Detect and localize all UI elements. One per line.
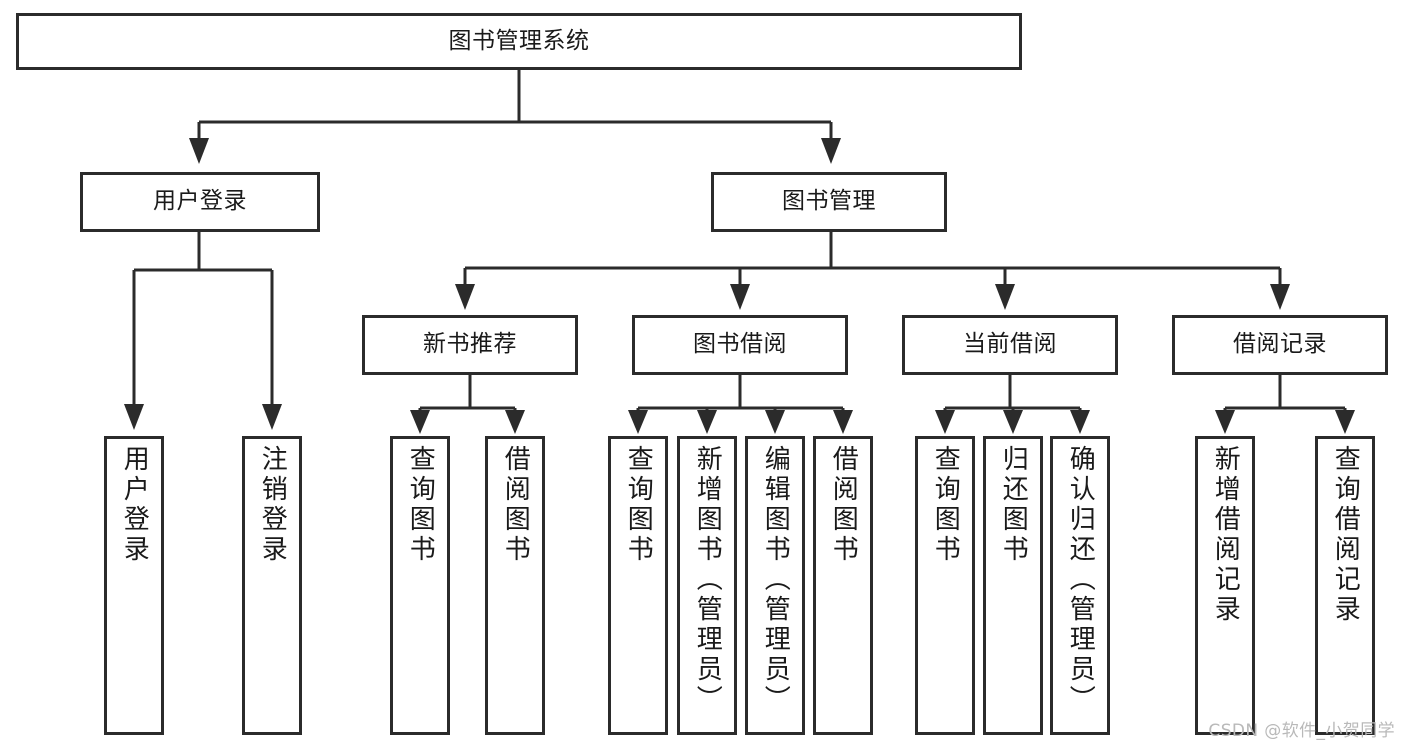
node-label-borrow-record: 借阅记录 [1233, 331, 1327, 358]
node-borrow-record[interactable]: 借阅记录 [1172, 315, 1388, 375]
node-label-user-login: 用户登录 [153, 188, 247, 215]
arrow-head-leaf-add-record [1215, 410, 1235, 434]
node-book-manage[interactable]: 图书管理 [711, 172, 947, 232]
node-current-borrow[interactable]: 当前借阅 [902, 315, 1118, 375]
node-leaf-edit-book[interactable]: 编辑图书（管理员） [745, 436, 805, 735]
node-label-leaf-query-book-1: 查询图书 [405, 445, 436, 565]
arrow-head-bookborrow [730, 284, 750, 310]
node-label-root: 图书管理系统 [448, 27, 590, 54]
node-new-book-recommend[interactable]: 新书推荐 [362, 315, 578, 375]
arrow-head-leaf-edit-book [765, 410, 785, 434]
node-leaf-add-record[interactable]: 新增借阅记录 [1195, 436, 1255, 735]
arrow-head-leaf-borrow-book-1 [505, 410, 525, 434]
arrow-head-leaf-borrow-book-2 [833, 410, 853, 434]
node-label-leaf-edit-book: 编辑图书（管理员） [760, 445, 791, 715]
node-leaf-borrow-book-2[interactable]: 借阅图书 [813, 436, 873, 735]
node-leaf-query-book-2[interactable]: 查询图书 [608, 436, 668, 735]
node-label-book-manage: 图书管理 [782, 188, 876, 215]
node-leaf-logout-login[interactable]: 注销登录 [242, 436, 302, 735]
arrow-head-leaf-user-login [124, 404, 144, 430]
arrow-head-leaf-query-book-2 [628, 410, 648, 434]
node-label-leaf-query-record: 查询借阅记录 [1330, 445, 1361, 625]
node-label-leaf-user-login: 用户登录 [119, 445, 150, 565]
arrow-head-bookmanage [821, 138, 841, 164]
node-user-login[interactable]: 用户登录 [80, 172, 320, 232]
node-label-leaf-query-book-3: 查询图书 [930, 445, 961, 565]
arrow-head-leaf-query-book-3 [935, 410, 955, 434]
node-leaf-add-book[interactable]: 新增图书（管理员） [677, 436, 737, 735]
arrow-head-currentborrow [995, 284, 1015, 310]
arrow-head-userlogin [189, 138, 209, 164]
node-leaf-query-record[interactable]: 查询借阅记录 [1315, 436, 1375, 735]
node-label-book-borrow: 图书借阅 [693, 331, 787, 358]
node-label-leaf-borrow-book-2: 借阅图书 [828, 445, 859, 565]
arrow-head-leaf-return-book [1003, 410, 1023, 434]
node-book-borrow[interactable]: 图书借阅 [632, 315, 848, 375]
arrow-head-borrowrecord [1270, 284, 1290, 310]
node-leaf-borrow-book-1[interactable]: 借阅图书 [485, 436, 545, 735]
arrow-head-leaf-query-record [1335, 410, 1355, 434]
node-label-leaf-return-book: 归还图书 [998, 445, 1029, 565]
node-label-leaf-query-book-2: 查询图书 [623, 445, 654, 565]
arrow-head-leaf-query-book-1 [410, 410, 430, 434]
node-label-leaf-borrow-book-1: 借阅图书 [500, 445, 531, 565]
node-leaf-confirm-return[interactable]: 确认归还（管理员） [1050, 436, 1110, 735]
watermark-text: CSDN @软件_小贺同学 [1208, 721, 1395, 741]
node-root-book-management-system[interactable]: 图书管理系统 [16, 13, 1022, 70]
node-leaf-user-login[interactable]: 用户登录 [104, 436, 164, 735]
node-leaf-query-book-1[interactable]: 查询图书 [390, 436, 450, 735]
node-label-new-book-recommend: 新书推荐 [423, 331, 517, 358]
node-label-leaf-add-book: 新增图书（管理员） [692, 445, 723, 715]
node-label-leaf-logout-login: 注销登录 [257, 445, 288, 565]
node-leaf-query-book-3[interactable]: 查询图书 [915, 436, 975, 735]
node-label-leaf-add-record: 新增借阅记录 [1210, 445, 1241, 625]
node-leaf-return-book[interactable]: 归还图书 [983, 436, 1043, 735]
node-label-leaf-confirm-return: 确认归还（管理员） [1065, 445, 1096, 715]
arrow-head-leaf-add-book [697, 410, 717, 434]
node-label-current-borrow: 当前借阅 [963, 331, 1057, 358]
arrow-head-leaf-confirm-return [1070, 410, 1090, 434]
arrow-head-newbook [455, 284, 475, 310]
arrow-head-leaf-logout-login [262, 404, 282, 430]
